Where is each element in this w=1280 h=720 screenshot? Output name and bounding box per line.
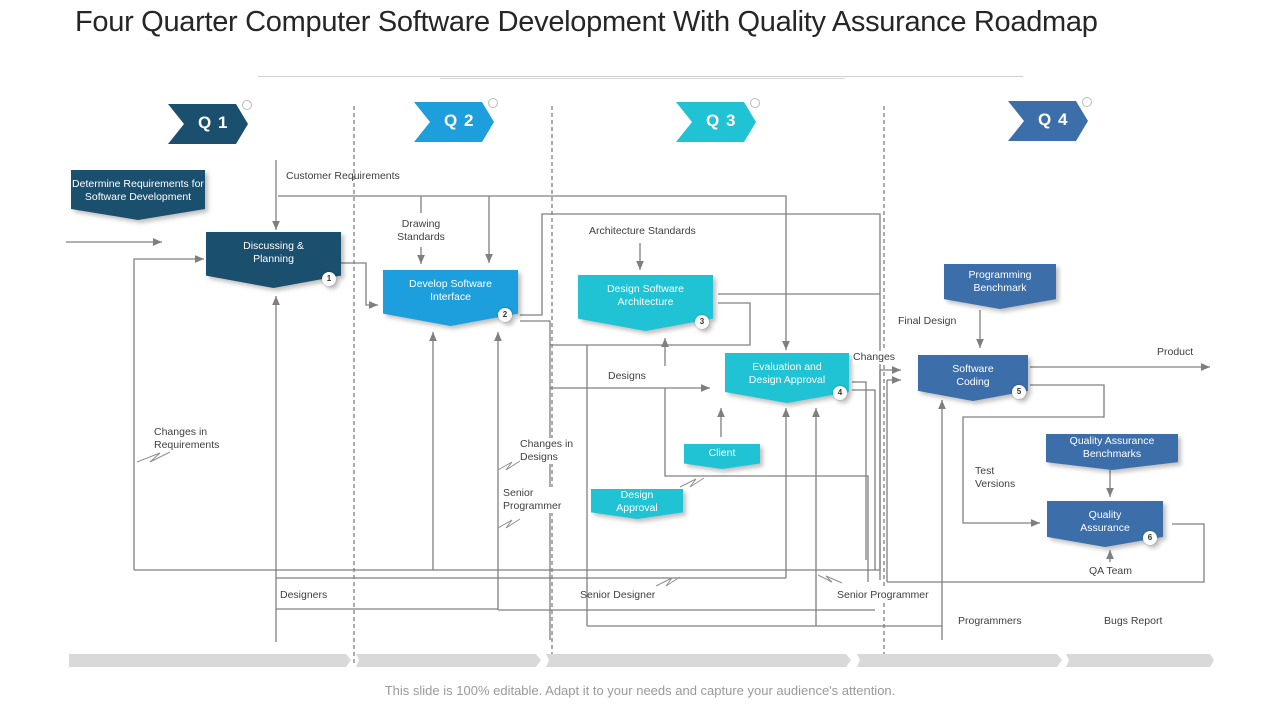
- step-label: Determine Requirements for Software Deve…: [72, 178, 204, 203]
- label-bugs-report: Bugs Report: [1104, 615, 1163, 627]
- step-number-badge: 6: [1143, 531, 1157, 545]
- label-changes: Changes: [853, 351, 896, 364]
- step-discussing-planning: Discussing & Planning 1: [206, 232, 341, 288]
- label-designers: Designers: [280, 589, 328, 601]
- quarter-tag-q1: Q 1: [168, 100, 252, 144]
- title-divider: [258, 76, 1023, 77]
- label-test-versions: Test Versions: [975, 465, 1016, 490]
- step-label: Discussing & Planning: [243, 240, 304, 265]
- quarter-marker-dot: [750, 98, 760, 108]
- step-determine-requirements: Determine Requirements for Software Deve…: [71, 170, 205, 220]
- label-changes-in-requirements: Changes in Requirements: [154, 426, 220, 451]
- quarter-marker-dot: [488, 98, 498, 108]
- title-divider-secondary: [440, 78, 845, 79]
- quarter-tag-q2: Q 2: [414, 98, 498, 142]
- label-architecture-standards: Architecture Standards: [589, 225, 696, 237]
- label-programmers: Programmers: [958, 615, 1022, 627]
- step-programming-benchmark: Programming Benchmark: [944, 264, 1056, 309]
- step-number-badge: 2: [498, 308, 512, 322]
- quarter-label: Q 4: [1038, 110, 1069, 129]
- step-label: Evaluation and Design Approval: [748, 361, 826, 386]
- label-customer-requirements: Customer Requirements: [286, 170, 400, 182]
- label-changes-in-designs: Changes in Designs: [520, 438, 582, 464]
- step-number-badge: 5: [1012, 385, 1026, 399]
- label-senior-designer: Senior Designer: [580, 589, 656, 601]
- step-evaluation-design-approval: Evaluation and Design Approval 4: [725, 353, 849, 403]
- step-client: Client: [684, 444, 760, 469]
- step-design-software-architecture: Design Software Architecture 3: [578, 275, 713, 331]
- label-drawing-standards: Drawing Standards: [397, 218, 445, 243]
- step-develop-software-interface: Develop Software Interface 2: [383, 270, 518, 326]
- step-number-badge: 3: [695, 315, 709, 329]
- step-label: Design Approval: [616, 489, 658, 514]
- label-final-design: Final Design: [898, 315, 957, 327]
- page-title: Four Quarter Computer Software Developme…: [75, 6, 1098, 38]
- step-label: Programming Benchmark: [968, 269, 1032, 294]
- step-quality-assurance: Quality Assurance 6: [1047, 501, 1163, 547]
- step-label: Develop Software Interface: [409, 278, 492, 303]
- step-number-badge: 4: [833, 386, 847, 400]
- step-label: Software Coding: [952, 363, 994, 388]
- label-senior-programmer-bottom: Senior Programmer: [837, 589, 929, 602]
- step-number-badge: 1: [322, 272, 336, 286]
- label-product: Product: [1157, 346, 1194, 358]
- step-label: Design Software Architecture: [606, 283, 685, 308]
- step-quality-assurance-benchmarks: Quality Assurance Benchmarks: [1046, 434, 1178, 470]
- quarter-marker-dot: [1082, 97, 1092, 107]
- step-label: Client: [708, 447, 736, 459]
- quarter-label: Q 2: [444, 111, 475, 130]
- step-software-coding: Software Coding 5: [918, 355, 1028, 401]
- step-design-approval: Design Approval: [591, 489, 683, 519]
- quarter-tag-q3: Q 3: [676, 98, 760, 142]
- label-senior-programmer-left: Senior Programmer: [503, 487, 573, 513]
- step-label: Quality Assurance Benchmarks: [1069, 435, 1155, 460]
- label-qa-team: QA Team: [1089, 565, 1132, 577]
- quarter-label: Q 1: [198, 113, 229, 132]
- label-designs: Designs: [608, 370, 646, 382]
- step-label: Quality Assurance: [1080, 509, 1130, 534]
- quarter-tag-q4: Q 4: [1008, 97, 1092, 141]
- footer-note: This slide is 100% editable. Adapt it to…: [384, 683, 896, 698]
- quarter-marker-dot: [242, 100, 252, 110]
- quarter-label: Q 3: [706, 111, 737, 130]
